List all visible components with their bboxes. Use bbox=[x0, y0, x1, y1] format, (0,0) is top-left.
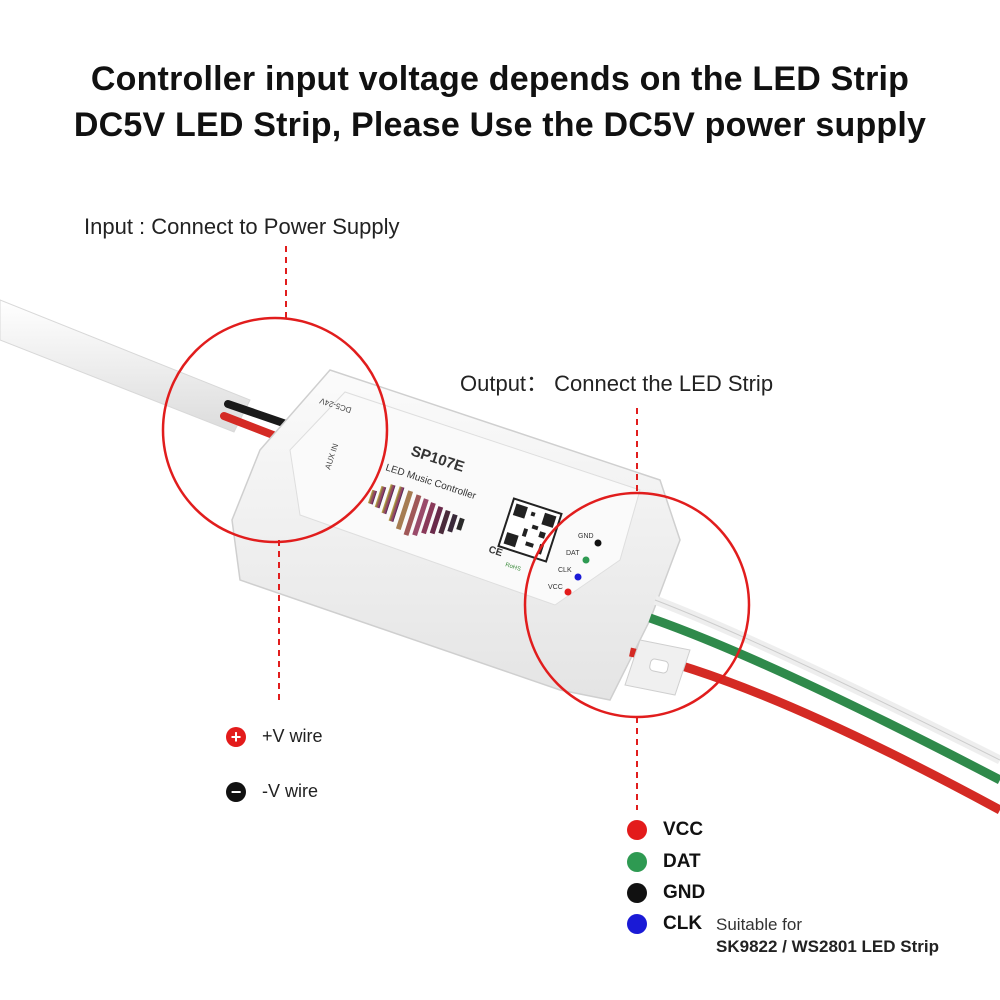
headline-line-1: Controller input voltage depends on the … bbox=[90, 60, 910, 98]
output-legend-vcc: VCC bbox=[627, 819, 703, 841]
pin-dot-gnd bbox=[594, 539, 602, 547]
ce-mark: CE bbox=[487, 544, 504, 559]
output-callout-label: Output： Connect the LED Strip bbox=[460, 371, 774, 396]
dat-dot-icon bbox=[627, 852, 647, 872]
pin-label-gnd: GND bbox=[578, 533, 594, 540]
rohs-mark: RoHS bbox=[504, 562, 521, 573]
gnd-dot-icon bbox=[627, 883, 647, 903]
clk-label: CLK bbox=[663, 913, 703, 934]
device-pin-labels: GND DAT CLK VCC bbox=[548, 533, 602, 596]
pin-label-vcc: VCC bbox=[548, 584, 563, 591]
output-legend-gnd: GND bbox=[627, 882, 705, 904]
note-line-1: Suitable for bbox=[716, 915, 802, 934]
input-legend-minus: − -V wire bbox=[226, 781, 318, 802]
input-callout-circle bbox=[161, 316, 389, 544]
mounting-hole bbox=[649, 658, 669, 674]
headline-line-2: DC5V LED Strip, Please Use the DC5V powe… bbox=[73, 106, 927, 144]
input-wire-black bbox=[224, 400, 296, 430]
clk-dot-icon bbox=[627, 914, 647, 934]
pin-dot-clk bbox=[574, 573, 582, 581]
pin-dot-dat bbox=[582, 556, 590, 564]
housing-top-face bbox=[289, 391, 641, 606]
pin-dot-vcc bbox=[564, 588, 572, 596]
output-wire-white-outline bbox=[654, 599, 1000, 761]
input-callout-label: Input : Connect to Power Supply bbox=[84, 214, 400, 239]
minus-wire-label: -V wire bbox=[262, 781, 319, 801]
spectrum-graphic bbox=[367, 484, 465, 536]
vcc-dot-icon bbox=[627, 820, 647, 840]
minus-icon: − bbox=[226, 781, 246, 802]
vcc-label: VCC bbox=[663, 819, 704, 840]
plus-wire-label: +V wire bbox=[262, 726, 323, 746]
output-wire-green bbox=[648, 613, 1000, 784]
input-legend-plus: + +V wire bbox=[226, 726, 323, 747]
pin-label-clk: CLK bbox=[558, 567, 572, 574]
pin-label-dat: DAT bbox=[566, 550, 580, 557]
dat-label: DAT bbox=[663, 851, 701, 872]
gnd-label: GND bbox=[663, 882, 706, 903]
output-legend-clk: CLK bbox=[627, 913, 702, 935]
note-line-2: SK9822 / WS2801 LED Strip bbox=[716, 937, 939, 956]
qr-code bbox=[497, 497, 563, 563]
compatibility-note: Suitable for SK9822 / WS2801 LED Strip bbox=[716, 914, 939, 958]
output-wire-white bbox=[653, 595, 1000, 765]
output-legend-dat: DAT bbox=[627, 851, 701, 873]
plus-icon: + bbox=[226, 726, 246, 747]
input-cable bbox=[0, 299, 251, 433]
